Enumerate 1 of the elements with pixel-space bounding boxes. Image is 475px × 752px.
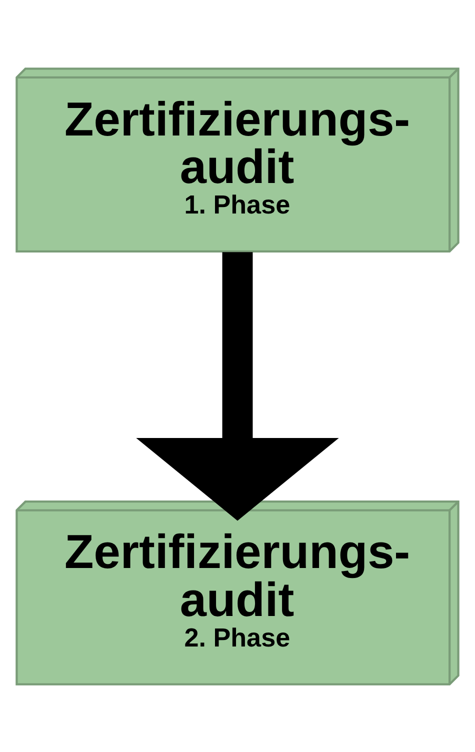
arrow (136, 252, 339, 520)
